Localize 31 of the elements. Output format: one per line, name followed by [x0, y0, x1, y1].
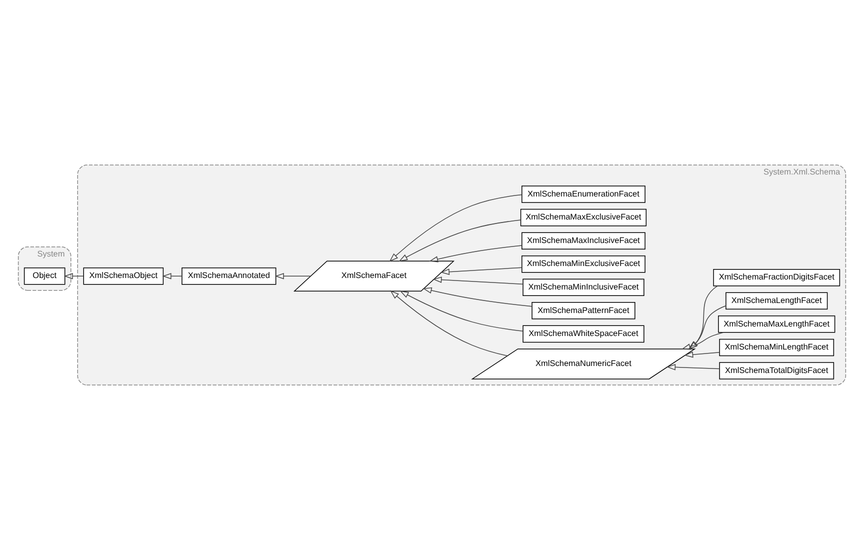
arrow	[666, 364, 720, 370]
node-box: XmlSchemaObject	[83, 267, 164, 284]
arrow	[389, 194, 522, 262]
node-box: XmlSchemaPatternFacet	[532, 302, 636, 319]
arrow	[422, 286, 532, 306]
node-box: XmlSchemaMaxLengthFacet	[718, 315, 836, 332]
node-box: XmlSchemaAnnotated	[182, 267, 276, 284]
node-box: XmlSchemaMinLengthFacet	[719, 338, 834, 356]
node-box: XmlSchemaFractionDigitsFacet	[713, 268, 840, 286]
node-box: XmlSchemaMaxExclusiveFacet	[520, 208, 647, 226]
arrow	[428, 244, 522, 262]
node-box: XmlSchemaEnumerationFacet	[522, 185, 646, 202]
arrow	[274, 272, 312, 279]
node-box: XmlSchemaMinInclusiveFacet	[522, 278, 644, 296]
arrow	[689, 285, 718, 350]
node-box: XmlSchemaTotalDigitsFacet	[719, 362, 834, 379]
arrow	[398, 219, 521, 262]
arrow	[688, 304, 726, 350]
arrow	[64, 272, 84, 279]
arrow	[682, 332, 724, 350]
arrow	[684, 350, 720, 358]
node-box: Object	[24, 267, 66, 284]
arrow	[390, 290, 508, 356]
arrow	[162, 272, 182, 279]
node-box: XmlSchemaMaxInclusiveFacet	[522, 232, 646, 249]
arrow	[432, 276, 524, 284]
node-box: XmlSchemaWhiteSpaceFacet	[522, 324, 644, 342]
arrow	[440, 266, 522, 274]
node-box: XmlSchemaMinExclusiveFacet	[522, 254, 646, 272]
arrow	[400, 290, 524, 331]
node-box: XmlSchemaLengthFacet	[726, 292, 828, 310]
